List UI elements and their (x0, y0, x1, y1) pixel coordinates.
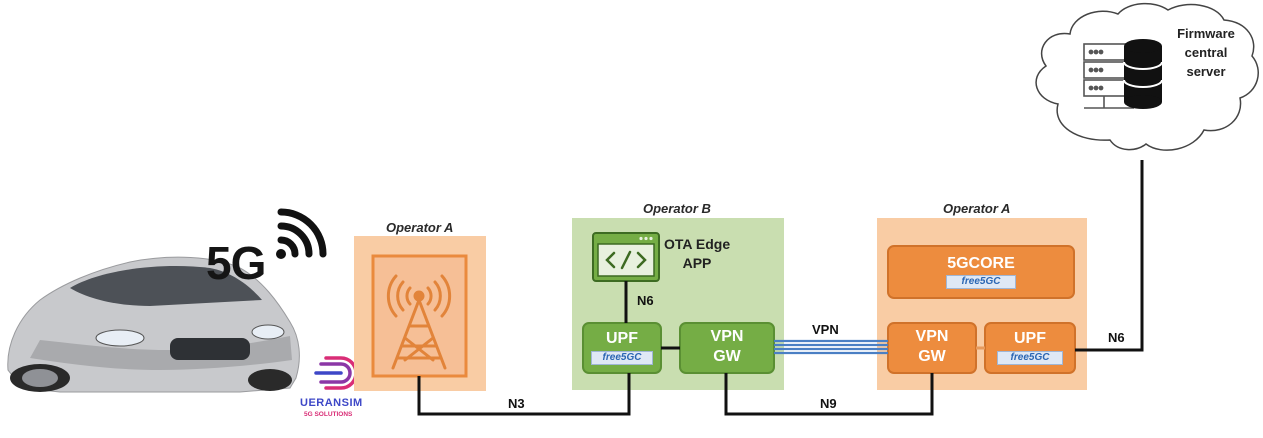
firmware-server-label: Firmware central server (1164, 24, 1248, 81)
edge-app-label-line1: OTA Edge (664, 236, 731, 252)
firmware-server-line2: central (1184, 45, 1228, 60)
core-label: 5GCORE (947, 255, 1015, 272)
operator-a-right-title: Operator A (943, 201, 1011, 216)
n6-server-link (1075, 160, 1144, 352)
n3-link (417, 373, 631, 416)
vpn-gw-b-line2: GW (713, 348, 741, 365)
n3-label: N3 (508, 396, 525, 411)
vpn-gw-a-line2: GW (918, 348, 946, 365)
upf-a-label: UPF (1014, 330, 1046, 347)
database-icon (1123, 39, 1163, 109)
firmware-server-line3: server (1186, 64, 1226, 79)
vpn-tunnel (774, 339, 888, 355)
n6-edge-label: N6 (637, 293, 654, 308)
car-icon (7, 256, 300, 393)
upf-a-free5gc-logo: free5GC (997, 351, 1063, 365)
n6-server-label: N6 (1108, 330, 1125, 345)
core-box-shape (887, 245, 1075, 299)
ueransim-logo-mark (314, 356, 358, 390)
operator-a-left-title: Operator A (386, 220, 454, 235)
core-box: 5GCORE free5GC (888, 246, 1074, 298)
badge-5g: 5G (206, 237, 266, 289)
n9-link (724, 373, 934, 416)
upf-b-box: UPF free5GC (583, 323, 661, 373)
vpn-label: VPN (812, 322, 839, 337)
vpn-gw-b-line1: VPN (710, 328, 744, 345)
vpn-gw-a-line1: VPN (915, 328, 949, 345)
upf-a-box: UPF free5GC (985, 323, 1075, 373)
edge-app-label-line2: APP (682, 255, 712, 271)
ueransim-logo-name: UERANSIM (300, 397, 363, 409)
firmware-server-line1: Firmware (1177, 26, 1235, 41)
upf-b-free5gc-logo: free5GC (591, 351, 653, 365)
vpn-gw-a-box: VPN GW (888, 323, 976, 373)
ueransim-logo-tagline: 5G SOLUTIONS (304, 411, 353, 418)
edge-app-label: OTA Edge APP (664, 235, 730, 273)
server-rack-icon (1083, 43, 1134, 109)
upf-b-label: UPF (606, 330, 638, 347)
vpn-gw-b-box: VPN GW (680, 323, 774, 373)
core-free5gc-logo: free5GC (946, 275, 1016, 289)
wireless-signal-icon (276, 208, 327, 259)
edge-app-code-icon (592, 232, 660, 282)
n9-label: N9 (820, 396, 837, 411)
operator-b-title: Operator B (643, 201, 711, 216)
cell-tower-icon (386, 274, 452, 370)
